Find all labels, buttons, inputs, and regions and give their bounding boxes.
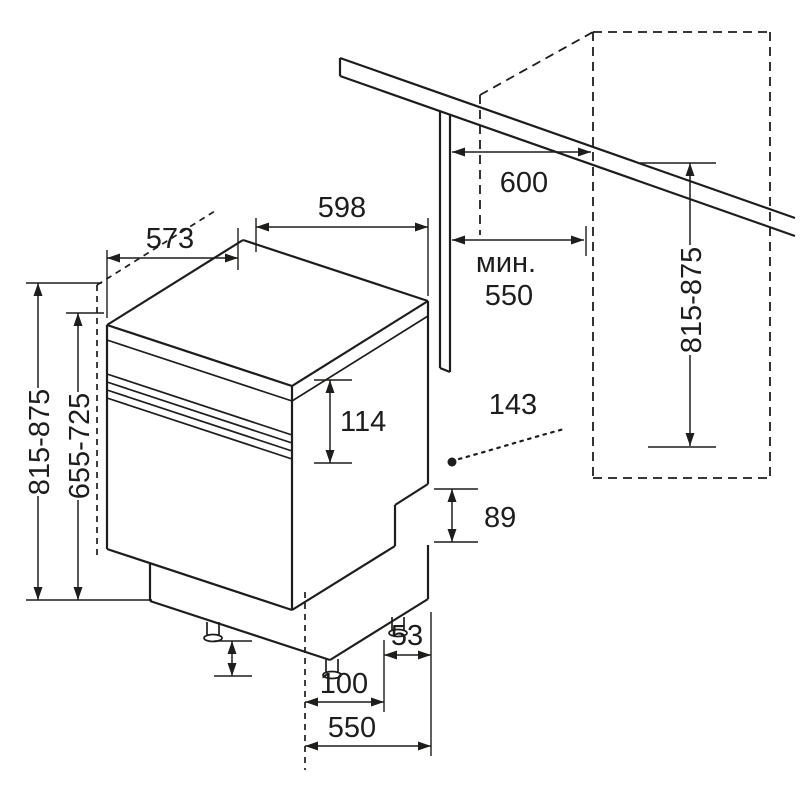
dim-label-top-depth: 573 <box>146 223 194 255</box>
dimension-cabinet-depth: 600 <box>452 147 591 199</box>
dim-label-base-depth: 550 <box>328 712 376 744</box>
niche-side-panel <box>438 111 452 374</box>
dim-label-niche-height-range: 815-875 <box>676 247 708 353</box>
dimension-top-width: 598 <box>255 192 429 296</box>
dimension-hose-distance: 143 <box>447 389 566 467</box>
adjustable-foot <box>388 617 408 638</box>
dim-label-cabinet-depth: 600 <box>500 167 548 199</box>
dimension-plinth-inset: 100 <box>305 668 384 707</box>
dim-label-panel-height: 114 <box>340 406 386 438</box>
dimension-niche-height-range: 815-875 <box>640 162 716 448</box>
dimension-base-depth: 550 <box>305 712 431 751</box>
cabinet-dashed-outline <box>479 31 771 479</box>
dimension-left-height-range: 815-875 <box>24 282 152 601</box>
dim-label-recess-height: 89 <box>484 502 516 534</box>
dimension-panel-height: 114 <box>314 379 386 464</box>
dim-label-top-width: 598 <box>318 192 366 224</box>
worktop <box>338 56 796 238</box>
dim-label-left-height-range: 815-875 <box>24 389 56 495</box>
dimension-top-depth: 573 <box>106 223 239 318</box>
dimension-recess-depth: 53 <box>383 612 432 756</box>
dim-label-inner-height-range: 655-725 <box>64 393 96 499</box>
dishwasher-panel-lines <box>106 315 429 460</box>
foot-adjustment-arrow <box>214 640 252 677</box>
dim-label-plinth-inset: 100 <box>320 668 368 700</box>
dimension-inner-height-range: 655-725 <box>64 312 104 600</box>
dim-label-hose-distance: 143 <box>489 389 537 421</box>
dimension-min-niche-depth: мин. 550 <box>452 226 587 312</box>
dim-label-recess-depth: 53 <box>391 620 423 652</box>
adjustable-foot <box>322 659 342 680</box>
dishwasher-body <box>105 238 430 662</box>
adjustable-foot <box>203 622 223 643</box>
raised-position-dashed <box>96 210 216 558</box>
dim-label-min-depth: 550 <box>485 280 533 312</box>
dim-label-min-prefix: мин. <box>476 247 536 279</box>
dimension-recess-height: 89 <box>434 488 516 543</box>
